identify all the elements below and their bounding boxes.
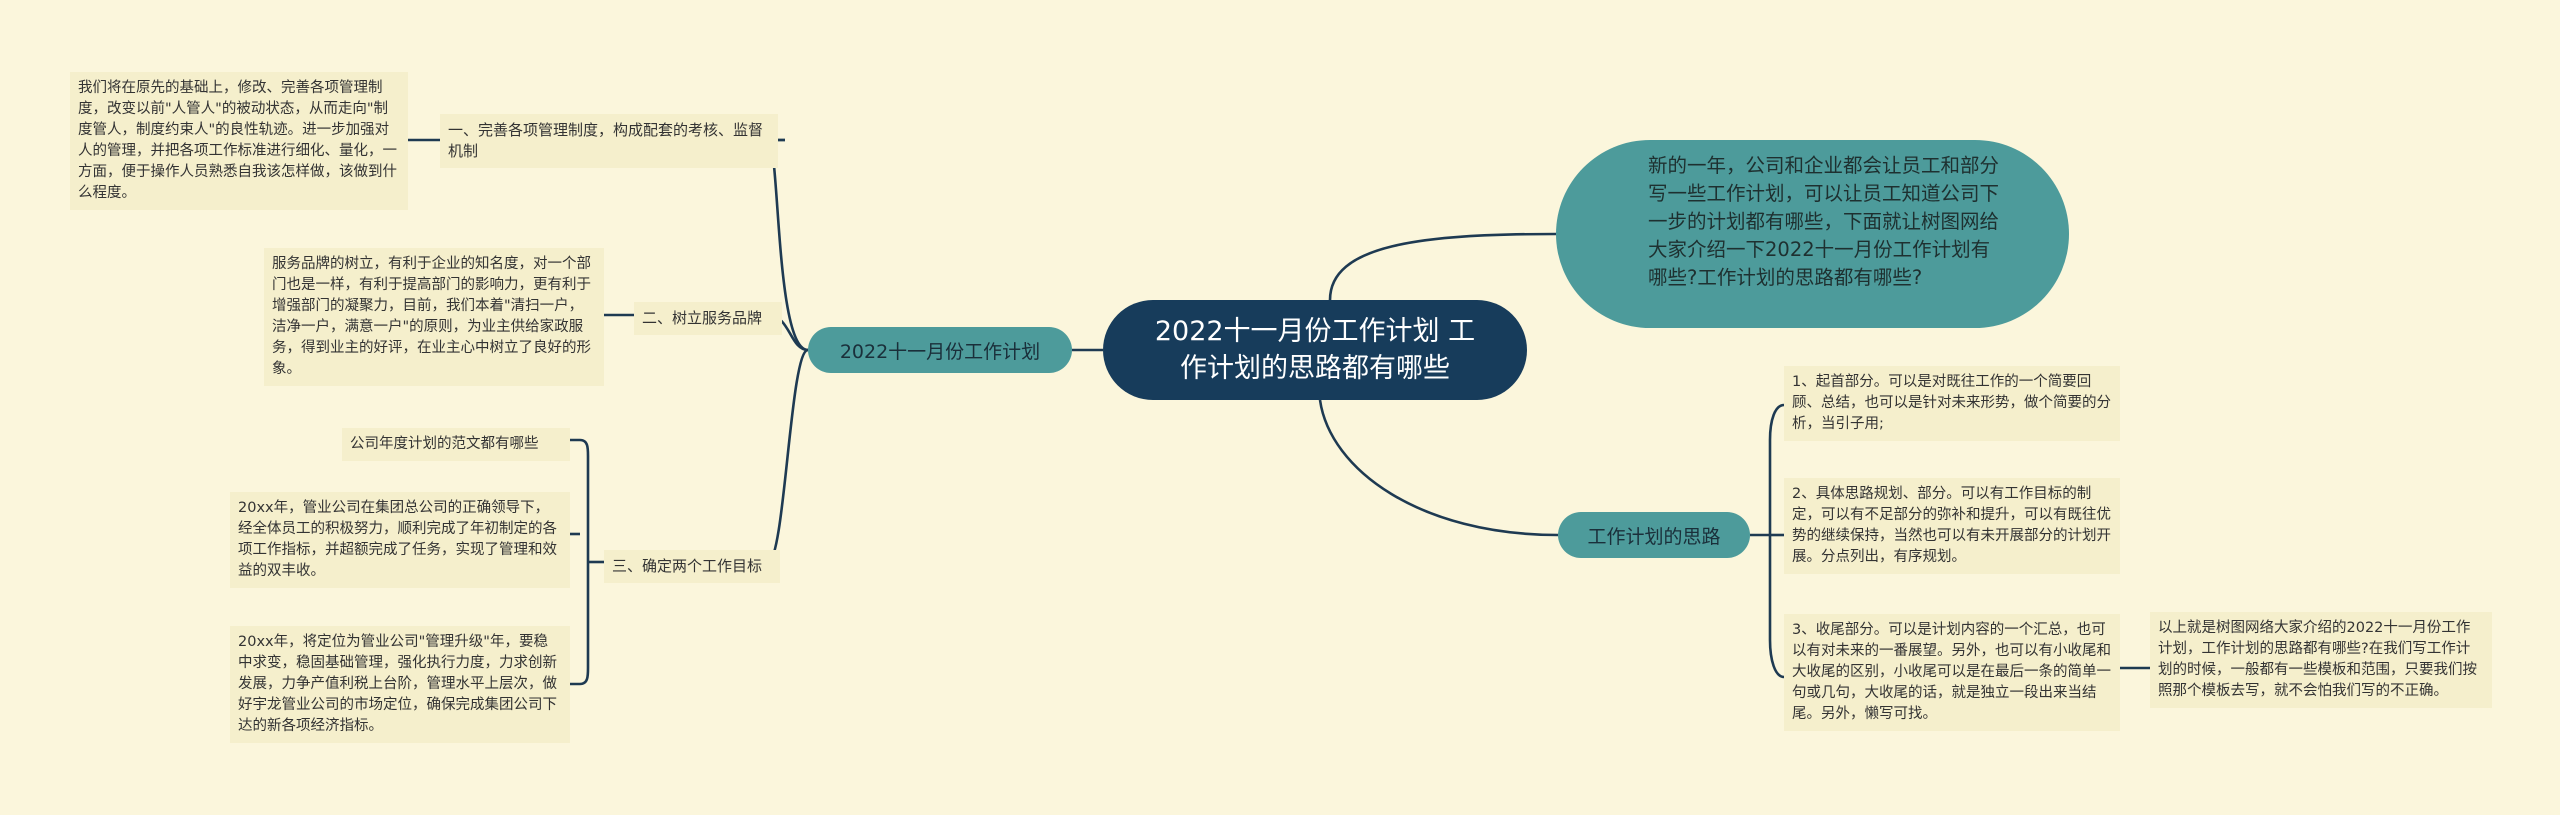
root-title-line1: 2022十一月份工作计划 工 (1154, 316, 1476, 347)
subtopic-management-system[interactable]: 一、完善各项管理制度，构成配套的考核、监督机制 (440, 114, 778, 168)
intro-node[interactable]: 新的一年，公司和企业都会让员工和部分写一些工作计划，可以让员工知道公司下一步的计… (1556, 140, 2069, 328)
leaf-closing-part[interactable]: 3、收尾部分。可以是计划内容的一个汇总，也可以有对未来的一番展望。另外，也可以有… (1784, 614, 2120, 731)
leaf-opening-part[interactable]: 1、起首部分。可以是对既往工作的一个简要回顾、总结，也可以是针对未来形势，做个简… (1784, 366, 2120, 441)
leaf-service-detail[interactable]: 服务品牌的树立，有利于企业的知名度，对一个部门也是一样，有利于提高部门的影响力，… (264, 248, 604, 386)
branch-plan-approach[interactable]: 工作计划的思路 (1558, 512, 1750, 558)
leaf-goal-one[interactable]: 20xx年，管业公司在集团总公司的正确领导下，经全体员工的积极努力，顺利完成了年… (230, 492, 570, 588)
branch-work-plan[interactable]: 2022十一月份工作计划 (808, 327, 1072, 373)
leaf-annual-plan-sample[interactable]: 公司年度计划的范文都有哪些 (342, 428, 570, 461)
leaf-summary[interactable]: 以上就是树图网络大家介绍的2022十一月份工作计划，工作计划的思路都有哪些?在我… (2150, 612, 2492, 708)
subtopic-service-brand[interactable]: 二、树立服务品牌 (634, 302, 782, 335)
root-topic[interactable]: 2022十一月份工作计划 工 作计划的思路都有哪些 (1103, 300, 1527, 400)
root-title-line2: 作计划的思路都有哪些 (1179, 353, 1450, 384)
leaf-management-detail[interactable]: 我们将在原先的基础上，修改、完善各项管理制度，改变以前"人管人"的被动状态，从而… (70, 72, 408, 210)
leaf-goal-two[interactable]: 20xx年，将定位为管业公司"管理升级"年，要稳中求变，稳固基础管理，强化执行力… (230, 626, 570, 743)
leaf-planning-part[interactable]: 2、具体思路规划、部分。可以有工作目标的制定，可以有不足部分的弥补和提升，可以有… (1784, 478, 2120, 574)
subtopic-two-goals[interactable]: 三、确定两个工作目标 (604, 550, 780, 583)
